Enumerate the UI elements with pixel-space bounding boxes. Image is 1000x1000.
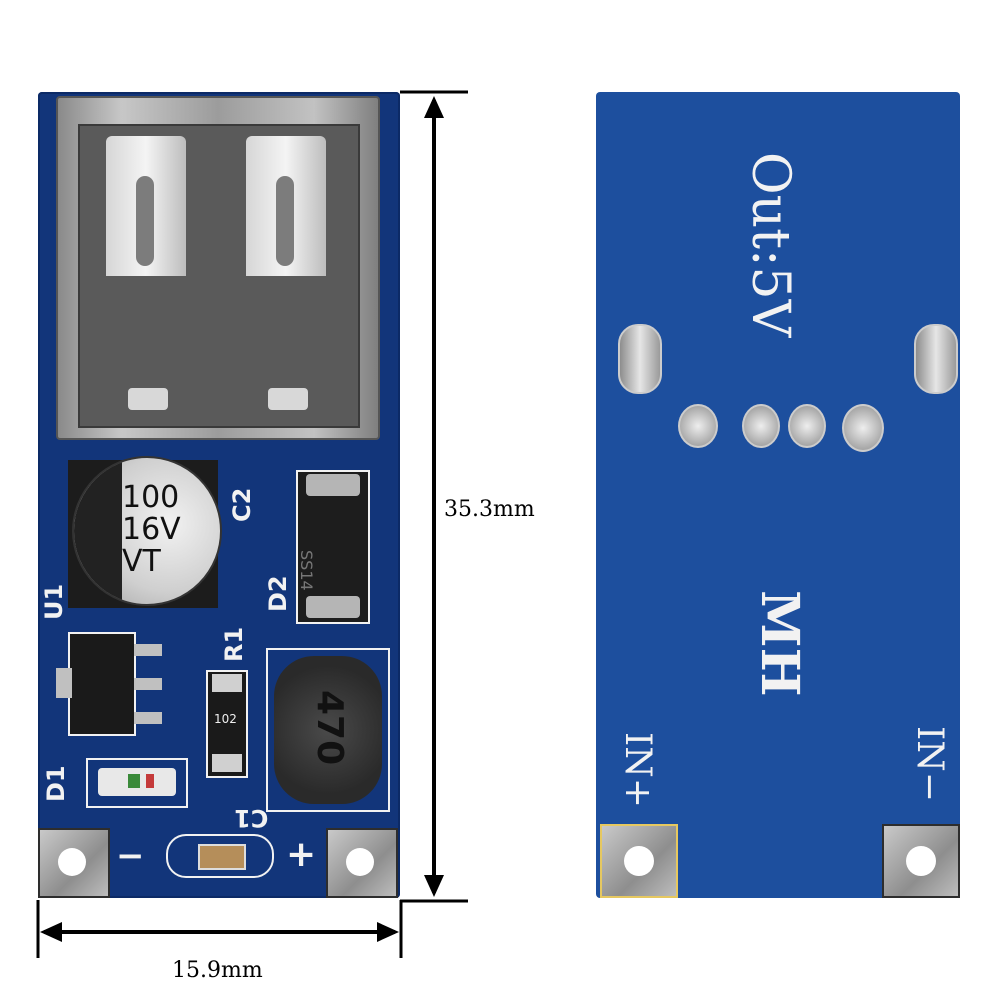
pad-minus <box>38 828 110 898</box>
electrolytic-capacitor: 100 16V VT <box>72 456 222 606</box>
width-arrow-left <box>40 922 62 942</box>
label-minus: − <box>116 836 145 876</box>
capacitor-c1 <box>166 834 274 878</box>
capacitor-voltage: 16V <box>122 512 181 547</box>
solder-mount-right <box>914 324 958 394</box>
solder-pin-1 <box>678 404 718 448</box>
height-label: 35.3mm <box>444 497 535 522</box>
width-label: 15.9mm <box>172 958 263 983</box>
diode-d2: SS14 <box>296 470 370 624</box>
led-d1 <box>86 758 188 808</box>
in-plus-label: IN+ <box>617 732 658 808</box>
front-pcb: 100 16V VT C2 SS14 D2 U1 R1 102 470 D1 C… <box>38 92 400 898</box>
back-pad-in-plus <box>600 824 678 898</box>
regulator-u1 <box>56 632 162 736</box>
usb-connector <box>56 96 380 440</box>
solder-pin-3 <box>788 404 826 448</box>
pad-plus <box>326 828 398 898</box>
inductor: 470 <box>266 648 390 812</box>
usb-tab-right <box>268 388 308 410</box>
back-pcb: Out:5V MH IN+ IN− <box>596 92 960 898</box>
resistor-mark: 102 <box>214 712 237 726</box>
capacitor-value: 100 <box>122 480 180 515</box>
solder-pin-4 <box>842 404 884 452</box>
out-label: Out:5V <box>740 152 800 338</box>
solder-pin-2 <box>742 404 780 448</box>
usb-tab-left <box>128 388 168 410</box>
label-plus: + <box>286 834 317 875</box>
resistor-r1: 102 <box>206 670 248 778</box>
width-arrow-right <box>377 922 399 942</box>
in-minus-label: IN− <box>909 726 950 802</box>
brand-label: MH <box>749 590 810 697</box>
solder-mount-left <box>618 324 662 394</box>
back-pad-in-minus <box>882 824 960 898</box>
usb-contact-right <box>246 136 326 276</box>
capacitor-mark: VT <box>122 544 161 579</box>
usb-contact-left <box>106 136 186 276</box>
height-arrow-bottom <box>424 875 444 897</box>
height-arrow-top <box>424 96 444 118</box>
